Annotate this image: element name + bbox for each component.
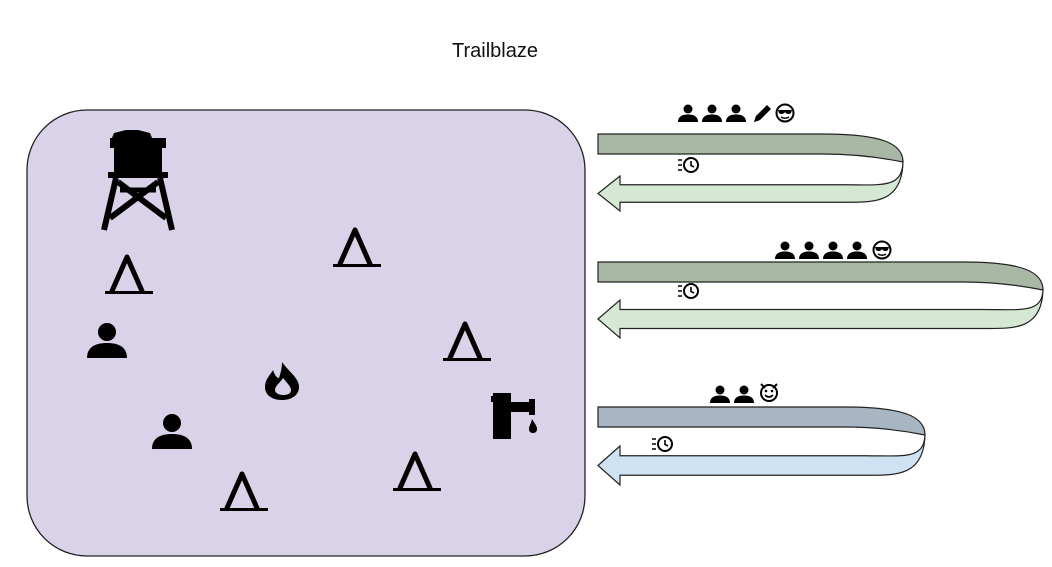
pencil-icon (754, 105, 771, 122)
outbound-band (597, 261, 1044, 291)
return-arrow (597, 159, 904, 213)
devil-face-icon (760, 383, 778, 402)
fast-clock-icon (677, 157, 699, 173)
hiker-icon (678, 104, 698, 122)
fast-clock-icon (677, 283, 699, 299)
hiker-icon (847, 241, 867, 259)
water-tap-icon (491, 393, 537, 439)
trail-loop-3 (597, 383, 926, 487)
hiker-icon (734, 385, 754, 403)
cool-face-icon (775, 103, 795, 123)
hiker-icon (799, 241, 819, 259)
diagram-title: Trailblaze (452, 40, 538, 62)
trail-loop-2 (597, 240, 1044, 340)
hiker-icon (823, 241, 843, 259)
hiker-icon (775, 241, 795, 259)
return-arrow (597, 432, 926, 487)
hiker-icon (726, 104, 746, 122)
outbound-band (597, 133, 904, 163)
hiker-icon (702, 104, 722, 122)
outbound-band (597, 406, 926, 436)
trail-loop-1 (597, 103, 904, 213)
hiker-icon (710, 385, 730, 403)
watchtower-icon (101, 130, 175, 231)
return-arrow (597, 287, 1044, 340)
campfire-icon (265, 362, 299, 400)
trail-loops (597, 103, 1044, 487)
cool-face-icon (872, 240, 892, 260)
fast-clock-icon (651, 436, 673, 452)
